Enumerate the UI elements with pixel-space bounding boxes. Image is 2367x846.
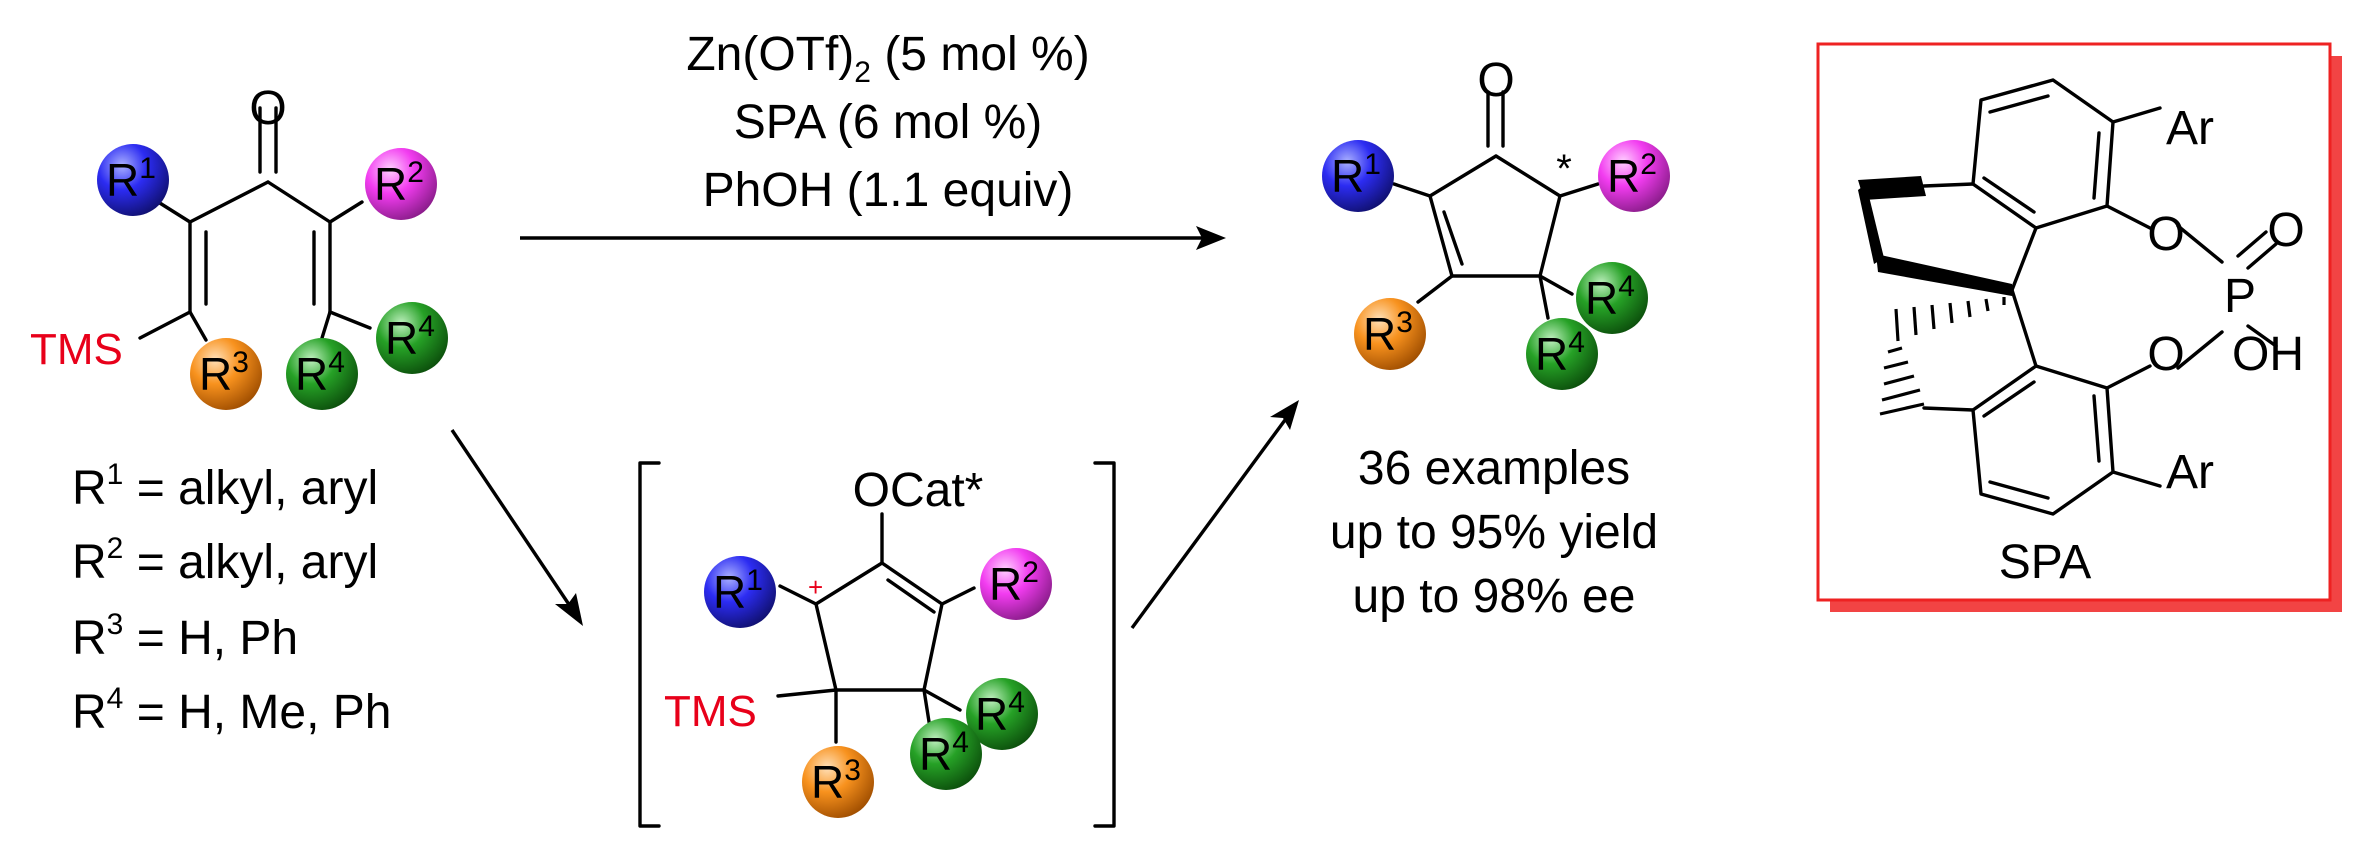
condition-spa: SPA (6 mol %) (734, 96, 1043, 149)
definition-r3: R3 = H, Ph (72, 608, 298, 665)
spa-ar-bottom: Ar (2166, 446, 2214, 499)
arrow-to-intermediate (450, 429, 583, 626)
condition-phenol: PhOH (1.1 equiv) (703, 164, 1074, 217)
product-r3-ball: R3 (1354, 298, 1426, 370)
svg-text:R3: R3 (1363, 306, 1413, 360)
results-ee: up to 98% ee (1353, 570, 1636, 623)
svg-text:R2: R2 (989, 556, 1039, 610)
substituent-definitions: R1 = alkyl, aryl R2 = alkyl, aryl R3 = H… (72, 458, 391, 739)
main-reaction-arrow (520, 226, 1226, 250)
svg-text:R4: R4 (1535, 326, 1585, 380)
intermediate-ocat: OCat* (853, 464, 984, 517)
spa-ar-top: Ar (2166, 102, 2214, 155)
product-stereocenter-star: * (1556, 147, 1572, 191)
reaction-results: 36 examples up to 95% yield up to 98% ee (1330, 442, 1658, 623)
svg-text:R3: R3 (199, 346, 249, 400)
product-r2-ball: R2 (1598, 140, 1670, 212)
spa-oxygen-lower: O (2147, 328, 2184, 381)
definition-r1: R1 = alkyl, aryl (72, 458, 378, 515)
intermediate-r4-ball-back: R4 (966, 678, 1038, 750)
results-examples: 36 examples (1358, 442, 1630, 495)
product-structure (1392, 90, 1600, 320)
svg-text:R3: R3 (811, 754, 861, 808)
svg-text:R2: R2 (1607, 148, 1657, 202)
intermediate-r3-ball: R3 (802, 746, 874, 818)
substrate-r4-ball-right: R4 (376, 302, 448, 374)
spa-hydroxyl: OH (2232, 328, 2304, 381)
svg-text:R4: R4 (1585, 270, 1635, 324)
spa-name: SPA (1999, 536, 2091, 589)
substrate-structure (138, 106, 372, 342)
svg-text:R1: R1 (713, 564, 763, 618)
spa-hashed-bond-upper (1894, 297, 2006, 342)
intermediate-tms-label: TMS (664, 687, 757, 736)
catalyst-box-frame (1816, 42, 2332, 602)
spa-phosphorus: P (2224, 270, 2256, 323)
results-yield: up to 95% yield (1330, 506, 1658, 559)
spa-oxygen-upper: O (2147, 208, 2184, 261)
definition-r2: R2 = alkyl, aryl (72, 532, 378, 589)
spa-oxygen-double: O (2267, 204, 2304, 257)
substrate-r2-ball: R2 (365, 148, 437, 220)
product-oxygen: O (1477, 54, 1514, 107)
substrate-r4-ball-left: R4 (286, 338, 358, 410)
product-r4-ball-front: R4 (1526, 318, 1598, 390)
svg-text:R1: R1 (1331, 148, 1381, 202)
svg-text:R4: R4 (295, 346, 345, 400)
product-r1-ball: R1 (1322, 140, 1394, 212)
svg-text:R1: R1 (106, 152, 156, 206)
intermediate-r1-ball: R1 (704, 556, 776, 628)
intermediate-r4-ball-front: R4 (910, 718, 982, 790)
substrate-r3-ball: R3 (190, 338, 262, 410)
intermediate-brackets (638, 461, 1116, 828)
intermediate-structure (776, 512, 976, 744)
substrate-oxygen: O (249, 82, 286, 135)
svg-text:R4: R4 (385, 310, 435, 364)
condition-zinc: Zn(OTf)2 (5 mol %) (686, 28, 1089, 89)
product-r4-ball-back: R4 (1576, 262, 1648, 334)
substrate-tms-label: TMS (30, 325, 123, 374)
intermediate-plus: + (808, 572, 823, 602)
svg-text:R2: R2 (374, 156, 424, 210)
intermediate-r2-ball: R2 (980, 548, 1052, 620)
reaction-conditions: Zn(OTf)2 (5 mol %) SPA (6 mol %) PhOH (1… (686, 28, 1089, 217)
arrow-to-product (1130, 400, 1299, 630)
spa-hashed-bond-lower (1879, 346, 1925, 416)
svg-text:R4: R4 (919, 726, 969, 780)
svg-text:R4: R4 (975, 686, 1025, 740)
definition-r4: R4 = H, Me, Ph (72, 682, 391, 739)
substrate-r1-ball: R1 (97, 144, 169, 216)
spa-structure (1858, 78, 2278, 516)
